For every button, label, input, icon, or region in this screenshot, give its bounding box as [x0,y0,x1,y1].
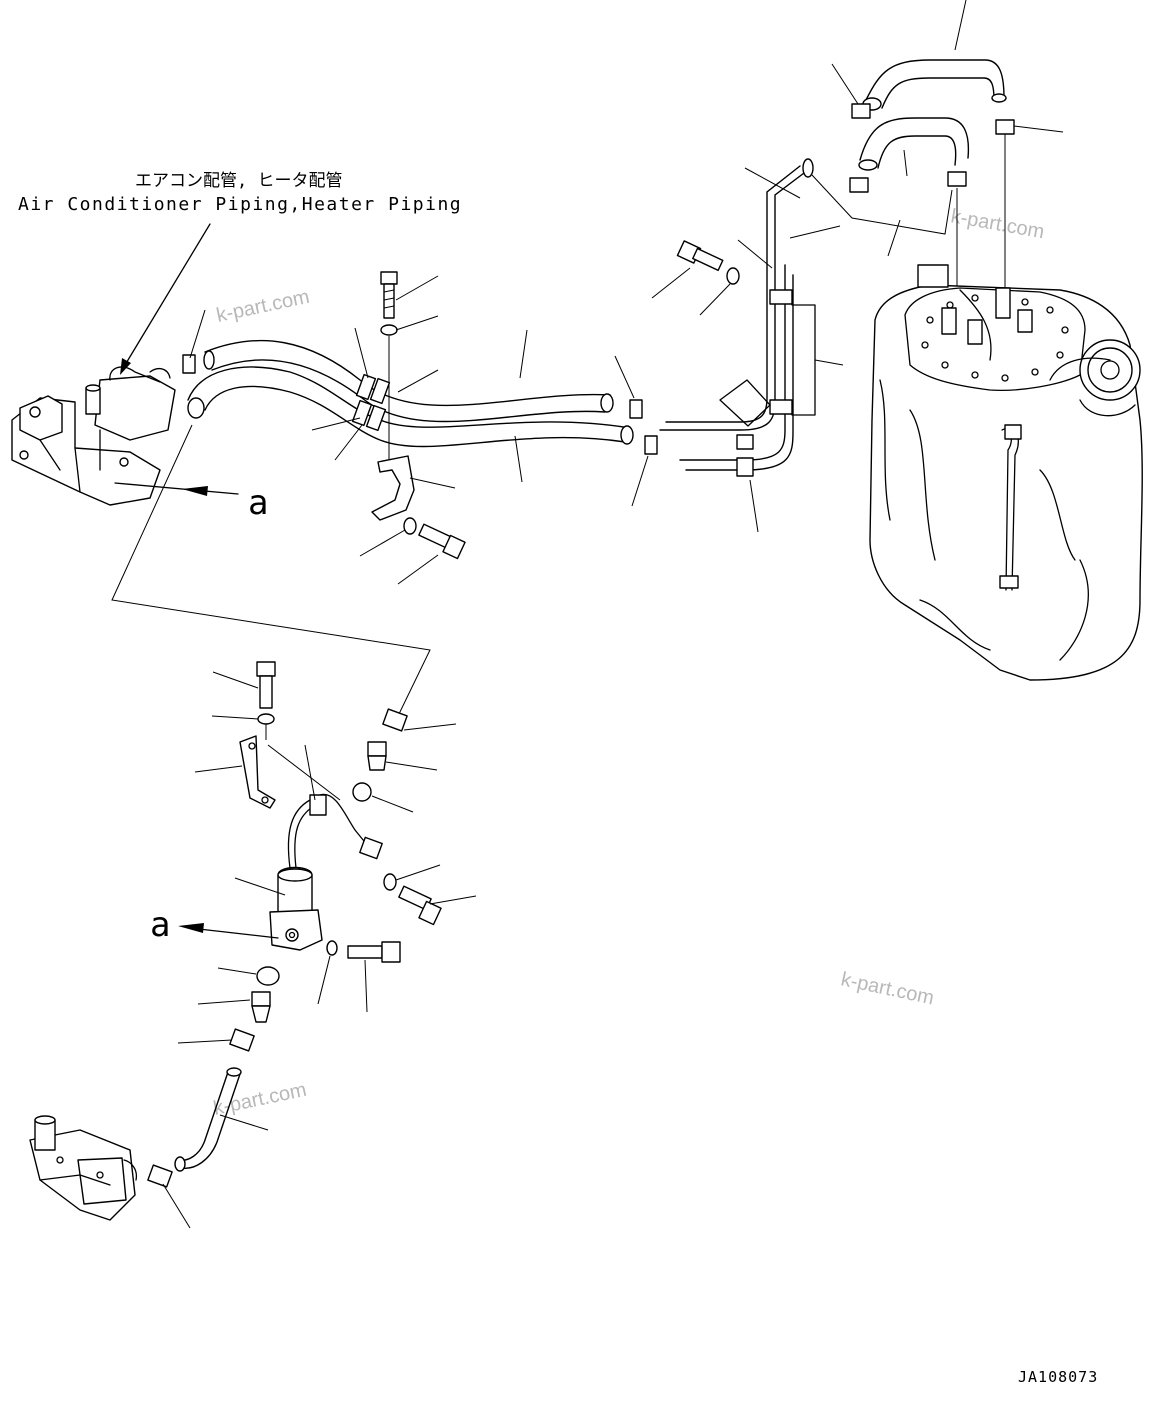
bolt [418,523,466,560]
heater-unit-lower [29,1115,138,1221]
title-japanese: エアコン配管, ヒータ配管 [135,171,342,191]
bolt [398,885,442,926]
heater-hose-pair [187,339,634,448]
bolt [380,271,398,319]
hose-clamp [147,1164,173,1188]
washer [726,267,740,285]
bolt [347,941,401,963]
cap [352,782,372,802]
hose-clamp [644,435,658,455]
hose-fitting [251,991,271,1023]
engine-block [869,264,1143,681]
upper-right-hoses [849,59,1015,193]
title-english: Air Conditioner Piping,Heater Piping [18,194,462,215]
solenoid-valve [269,866,323,951]
washer [380,324,398,336]
bolt [256,661,276,709]
washer [383,873,397,891]
heater-unit-upper [11,366,176,506]
drawing-number: JA108073 [1018,1368,1098,1386]
view-label-a-lower: a [150,905,170,945]
hose-clamp [382,708,408,732]
arrow-head-a-upper [182,486,208,496]
cap [256,966,280,986]
connection-line [111,424,431,717]
bracket [239,735,276,809]
watermark: k-part.com [214,286,311,327]
wire-connector [359,836,383,860]
bolt [676,240,724,272]
heater-tube-assembly [659,158,816,477]
watermark: k-part.com [839,968,936,1009]
hose-fitting [367,741,387,771]
washer [257,713,275,725]
bracket [371,455,415,521]
hose-clamp [229,1028,255,1052]
arrow-head-a-lower [178,923,204,933]
hose-clamp [629,399,643,419]
watermark: k-part.com [949,205,1046,243]
view-label-a-upper: a [248,483,268,523]
washer [326,940,338,956]
hose-clamp [182,354,196,374]
arrow-head-title [120,358,131,375]
solenoid-wire [287,793,369,869]
washer [403,517,417,535]
